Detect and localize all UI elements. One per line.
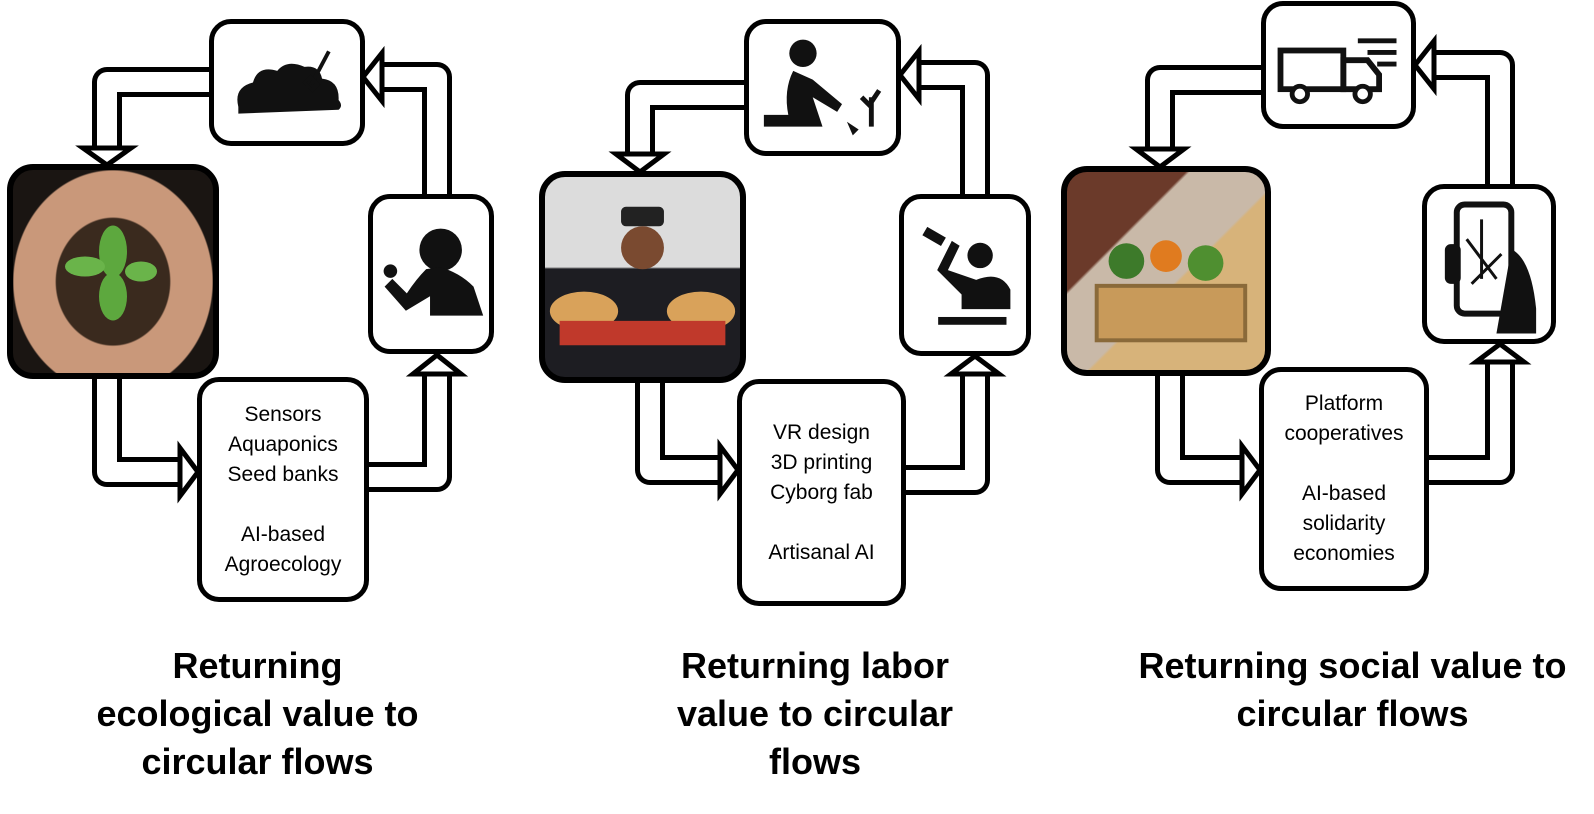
vegetable-crate-handoff-photo (1061, 166, 1271, 376)
flow-arrow-shaft-outline (1145, 65, 1262, 151)
panel-title-social: Returning social value to circular flows (1138, 645, 1567, 734)
flow-arrow-shaft (97, 72, 210, 150)
tech-line: Platform (1304, 392, 1384, 415)
flow-arrow-head (943, 352, 1007, 377)
panel-title-ecological: Returning ecological value to circular f… (96, 645, 419, 782)
tech-line: Aquaponics (228, 432, 338, 456)
flow-arrow-head (1128, 146, 1192, 171)
flow-arrow-shaft-outline (635, 382, 722, 485)
flow-arrow-shaft (630, 85, 745, 156)
tech-line: AI-based (1301, 482, 1387, 505)
technologies-box-social: Platform cooperatives AI-based solidarit… (1259, 367, 1429, 591)
tech-line: economies (1293, 542, 1395, 565)
flow-arrow-head (1468, 340, 1532, 365)
flow-arrow-head (75, 145, 139, 169)
tech-line: Seed banks (227, 462, 339, 486)
flow-arrow-head (717, 438, 742, 502)
flow-arrow-shaft-outline (1432, 50, 1515, 185)
flow-arrow-head (177, 440, 202, 504)
flow-arrow-shaft (1428, 360, 1510, 480)
flow-arrow-shaft (917, 65, 985, 195)
tech-line: 3D printing (770, 450, 873, 474)
flow-arrow-shaft (905, 372, 985, 490)
compost-pile-icon (209, 19, 365, 146)
hands-holding-seedling-photo (7, 164, 219, 379)
flow-arrow-shaft (1160, 375, 1244, 480)
tech-line: Artisanal AI (768, 540, 875, 564)
flow-arrow-head (1239, 438, 1264, 502)
technologies-box-ecological: Sensors Aquaponics Seed banks AI-based A… (197, 377, 369, 602)
tech-line: cooperatives (1284, 422, 1404, 445)
tech-line: VR design (773, 420, 870, 444)
tech-line: AI-based (240, 522, 326, 546)
worker-hammering-icon (899, 194, 1031, 356)
delivery-truck-icon (1261, 1, 1416, 129)
technologies-box-labor: VR design 3D printing Cyborg fab Artisan… (737, 379, 906, 606)
tech-line: Agroecology (224, 552, 342, 576)
flow-arrow-shaft-outline (368, 372, 452, 492)
phone-map-app-icon (1422, 184, 1556, 344)
tech-line: Sensors (244, 402, 322, 426)
flow-arrow-shaft (380, 67, 447, 195)
flow-arrow-shaft (368, 372, 447, 487)
flow-arrow-head (405, 351, 469, 377)
tech-line: Cyborg fab (770, 480, 873, 504)
flow-arrow-head (896, 43, 922, 107)
flow-arrow-shaft-outline (92, 378, 182, 487)
flow-arrow-shaft-outline (1155, 375, 1244, 485)
flow-arrow-shaft-outline (1428, 360, 1515, 485)
flow-arrow-shaft (97, 378, 182, 482)
panel-title-labor: Returning labor value to circular flows (676, 645, 954, 782)
flow-arrow-shaft (1432, 55, 1510, 185)
child-eating-icon (368, 194, 494, 354)
flow-arrow-shaft (1150, 70, 1262, 151)
tech-line: solidarity (1302, 512, 1386, 535)
person-planting-icon (744, 19, 901, 156)
chef-with-bread-photo (539, 171, 746, 383)
flow-arrow-head (1411, 33, 1437, 97)
flow-arrow-head (608, 151, 672, 176)
flow-arrow-head (359, 45, 385, 109)
flow-arrow-shaft-outline (905, 372, 990, 495)
flow-arrow-shaft-outline (92, 67, 210, 150)
flow-arrow-shaft (640, 382, 722, 480)
